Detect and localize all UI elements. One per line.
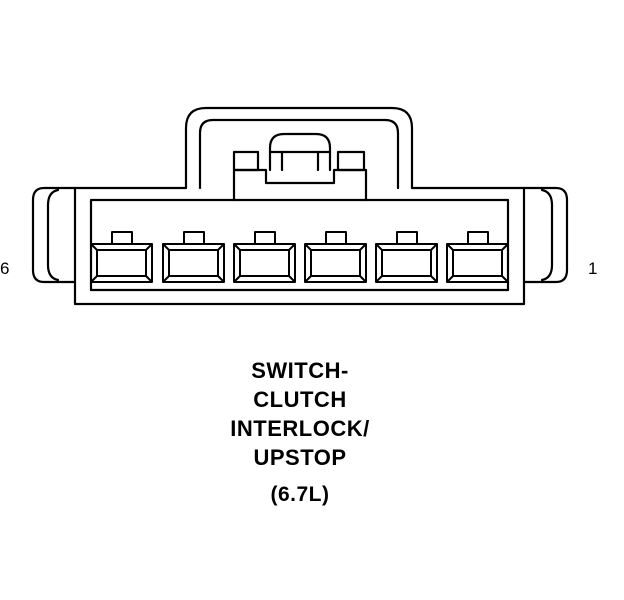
caption-line-3: INTERLOCK/	[230, 416, 370, 441]
pin-end-label-left: 6	[0, 259, 10, 278]
connector-housing	[73, 106, 526, 306]
connector-caption: SWITCH- CLUTCH INTERLOCK/ UPSTOP	[0, 356, 600, 472]
caption-line-1: SWITCH-	[251, 358, 349, 383]
left-end-cap	[31, 186, 77, 284]
pin-cavity-4	[233, 231, 296, 283]
latch-block	[232, 168, 368, 202]
right-end-cap	[522, 186, 569, 284]
pin-cavity-3	[304, 231, 367, 283]
pin-cavity-2	[375, 231, 438, 283]
pin-cavity-1	[446, 231, 509, 283]
latch-center-cap	[268, 132, 332, 172]
latch-top-right	[336, 150, 366, 172]
pin-end-label-right: 1	[588, 259, 598, 278]
engine-variant-label: (6.7L)	[270, 483, 330, 506]
pin-cavity-6	[90, 231, 153, 283]
latch-top-left	[232, 150, 260, 172]
locking-tab-outline	[198, 118, 400, 190]
inner-cavity-body	[89, 198, 510, 292]
caption-line-2: CLUTCH	[253, 387, 347, 412]
caption-line-4: UPSTOP	[253, 445, 347, 470]
pin-cavity-5	[162, 231, 225, 283]
